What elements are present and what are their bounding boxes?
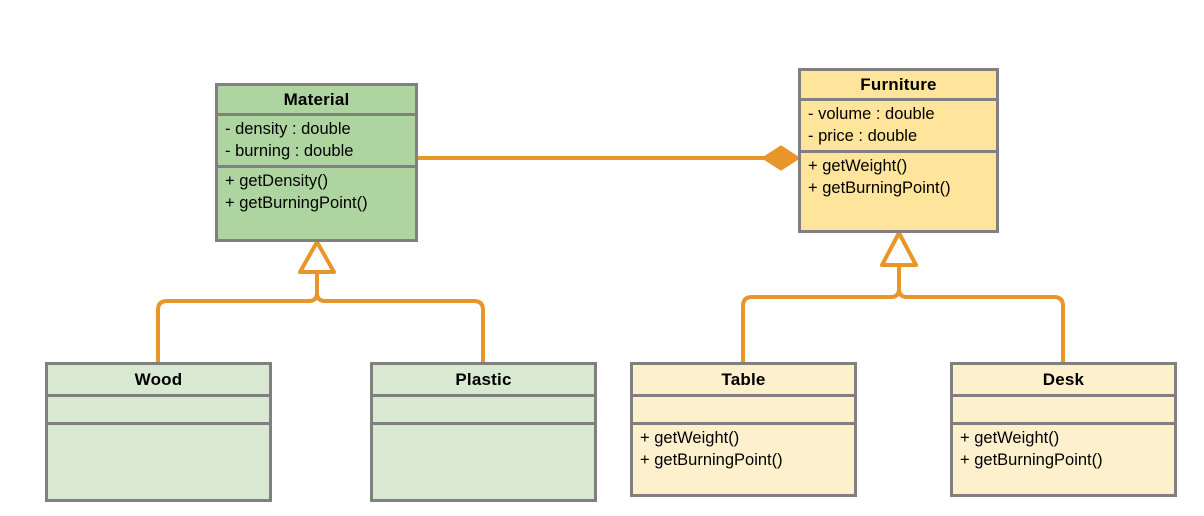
attribute-item: - volume : double <box>808 105 935 123</box>
operation-item: + getWeight() <box>808 157 908 175</box>
generalization-triangle-furniture <box>880 231 918 267</box>
attribute-item: - burning : double <box>225 141 354 160</box>
edge-generalization-material-tree <box>156 240 485 364</box>
composition-diamond <box>762 145 800 171</box>
edge-composition-material-furniture <box>418 145 800 171</box>
attribute-item: - density : double <box>225 120 351 138</box>
attribute-item: - price : double <box>808 126 918 145</box>
class-name-table: Table <box>721 369 766 389</box>
class-box-plastic[interactable]: Plastic <box>370 362 597 502</box>
class-name-plastic: Plastic <box>455 369 512 389</box>
operation-item: + getBurningPoint() <box>640 450 783 469</box>
operation-item: + getWeight() <box>640 429 740 447</box>
class-box-wood[interactable]: Wood <box>45 362 272 502</box>
operation-item: + getDensity() <box>225 172 329 190</box>
class-attributes-plastic <box>373 394 594 422</box>
generalization-triangle-material <box>298 240 336 274</box>
operation-item: + getBurningPoint() <box>808 178 951 197</box>
class-operations-table: + getWeight() + getBurningPoint() <box>633 422 854 494</box>
class-operations-plastic <box>373 422 594 499</box>
class-box-material[interactable]: Material - density : double - burning : … <box>215 83 418 242</box>
class-attributes-material: - density : double - burning : double <box>218 113 415 165</box>
class-attributes-desk <box>953 394 1174 422</box>
class-operations-wood <box>48 422 269 499</box>
class-operations-desk: + getWeight() + getBurningPoint() <box>953 422 1174 494</box>
operation-item: + getWeight() <box>960 429 1060 447</box>
class-box-table[interactable]: Table + getWeight() + getBurningPoint() <box>630 362 857 497</box>
class-attributes-table <box>633 394 854 422</box>
class-name-material: Material <box>283 89 350 109</box>
class-box-desk[interactable]: Desk + getWeight() + getBurningPoint() <box>950 362 1177 497</box>
class-operations-material: + getDensity() + getBurningPoint() <box>218 165 415 239</box>
edge-generalization-furniture-tree <box>741 231 1065 364</box>
generalization-branch-table <box>741 287 901 364</box>
class-operations-furniture: + getWeight() + getBurningPoint() <box>801 150 996 230</box>
class-name-wood: Wood <box>134 369 183 389</box>
class-name-furniture: Furniture <box>860 74 937 94</box>
operation-item: + getBurningPoint() <box>960 450 1103 469</box>
class-attributes-wood <box>48 394 269 422</box>
class-name-desk: Desk <box>1042 369 1085 389</box>
class-attributes-furniture: - volume : double - price : double <box>801 98 996 150</box>
generalization-branch-plastic <box>315 291 485 364</box>
generalization-branch-desk <box>897 287 1065 364</box>
operation-item: + getBurningPoint() <box>225 193 368 212</box>
generalization-branch-wood <box>156 291 319 364</box>
class-box-furniture[interactable]: Furniture - volume : double - price : do… <box>798 68 999 233</box>
